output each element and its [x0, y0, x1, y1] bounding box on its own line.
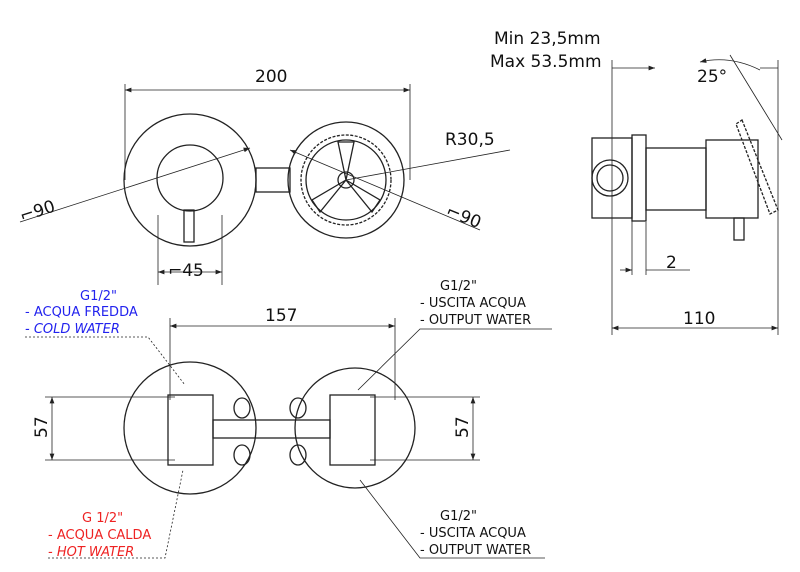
- hot-thread: G 1/2": [82, 511, 123, 526]
- width-dimension: 200: [255, 67, 287, 87]
- front-view: 200 ⌐90 ⌐45 R30,5 ⌐90: [17, 67, 511, 285]
- handle-diameter: ⌐45: [168, 261, 204, 281]
- hot-en: - HOT WATER: [48, 545, 134, 560]
- gap-dimension: 2: [666, 253, 677, 273]
- radius-dimension: R30,5: [445, 130, 495, 150]
- out-bottom-thread: G1/2": [440, 509, 477, 524]
- outer-diameter-right: ⌐90: [443, 201, 484, 233]
- hot-it: - ACQUA CALDA: [48, 528, 151, 543]
- out-bottom-it: - USCITA ACQUA: [420, 526, 526, 541]
- out-top-en: - OUTPUT WATER: [420, 313, 531, 328]
- out-top-it: - USCITA ACQUA: [420, 296, 526, 311]
- outer-diameter-left: ⌐90: [17, 197, 57, 227]
- height-dimension-left: 57: [32, 416, 52, 438]
- depth-dimension: 110: [683, 309, 715, 329]
- min-depth: Min 23,5mm: [494, 29, 601, 49]
- height-dimension-right: 57: [453, 416, 473, 438]
- spacing-dimension: 157: [265, 306, 297, 326]
- cold-thread: G1/2": [80, 289, 117, 304]
- out-bottom-en: - OUTPUT WATER: [420, 543, 531, 558]
- side-view: Min 23,5mm Max 53.5mm 110 25° 2: [490, 29, 783, 335]
- out-top-thread: G1/2": [440, 279, 477, 294]
- bottom-view: 157 57 57 G1/2" - ACQUA FREDDA - COLD WA…: [25, 279, 552, 560]
- cold-it: - ACQUA FREDDA: [25, 305, 138, 320]
- max-depth: Max 53.5mm: [490, 52, 602, 72]
- cold-en: - COLD WATER: [25, 322, 120, 337]
- angle-dimension: 25°: [697, 67, 727, 87]
